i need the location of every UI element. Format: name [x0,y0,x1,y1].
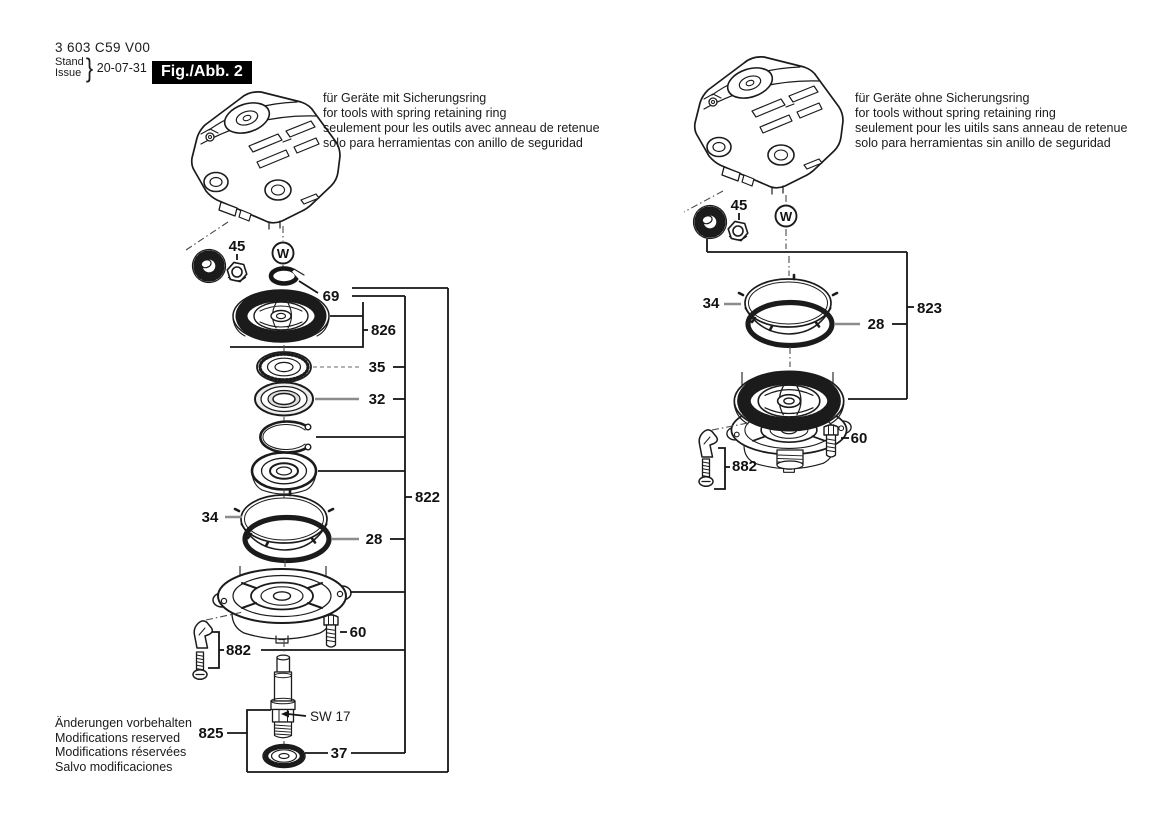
leader-line [298,280,319,294]
label-sw17: SW 17 [310,709,351,724]
label-45-left: 45 [229,238,246,255]
seal-ring-32 [254,381,314,417]
right-exploded-view: 45 W 823 34 28 [683,56,942,490]
alignment-line [711,422,749,431]
clamp-screw-882-right [698,458,714,488]
w-marker-icon-right: W [774,195,798,249]
note-line: for tools without spring retaining ring [855,106,1056,120]
retaining-collar-34-left [233,489,335,552]
serrated-washer-37 [262,743,306,769]
label-826-left: 826 [371,322,396,339]
brace-glyph: } [85,53,93,83]
note-right: für Geräte ohne Sicherungsring for tools… [855,91,1127,151]
snap-ring-69-left [268,266,305,286]
note-line: for tools with spring retaining ring [323,106,507,120]
note-line: seulement pour les outils avec anneau de… [323,121,600,135]
clamp-piece-882-left [193,620,214,649]
issue-date: 20-07-31 [96,61,147,75]
clamp-screw-882-left [192,651,208,681]
note-line: seulement pour les uitils sans anneau de… [855,121,1128,135]
hex-nut-right [725,219,751,243]
alignment-line [205,611,244,621]
gear-housing-right [693,56,844,195]
left-exploded-view: 45 W 69 826 [185,91,449,773]
label-60-right: 60 [851,430,868,447]
bracket-825 [246,709,271,772]
adjusting-ring-35 [256,351,312,383]
o-ring-28-left [245,518,329,561]
issue-block: Stand Issue } 20-07-31 [55,53,147,83]
note-line: für Geräte ohne Sicherungsring [855,91,1030,105]
label-45-right: 45 [731,197,748,214]
left-bracket-lines [247,287,449,773]
screw-60-left [323,614,339,648]
label-822-left: 822 [415,489,440,506]
ball-bearing [250,451,318,495]
issue-label: Issue [55,67,82,79]
clamp-piece-882-right [698,429,719,458]
label-28-left: 28 [366,531,383,548]
document-number: 3 603 C59 V00 [55,40,151,55]
label-35-left: 35 [369,359,386,376]
note-line: für Geräte mit Sicherungsring [323,91,487,105]
bracket-882 [208,631,220,669]
arrowhead [281,710,289,718]
label-28-right: 28 [868,316,885,333]
footer-line: Modifications reserved [55,730,181,745]
footer-notice: Änderungen vorbehalten Modifications res… [55,716,192,774]
bracket-882-right [714,447,726,490]
spindle-825 [270,654,296,739]
label-60-left: 60 [350,624,367,641]
label-34-left: 34 [202,509,219,526]
gear-flange-assembly-823 [726,371,852,474]
label-882-left: 882 [226,642,251,659]
right-bracket-lines [706,239,908,399]
bevel-gear-826-left [233,290,329,342]
note-left: für Geräte mit Sicherungsring for tools … [323,91,600,151]
w-marker-icon-left: W [271,226,295,270]
label-32-left: 32 [369,391,386,408]
label-37: 37 [331,745,348,762]
pinion-gear-left [188,245,230,287]
stand-label: Stand [55,55,84,68]
screw-60-right [823,424,839,458]
label-34-right: 34 [703,295,720,312]
leader-line [287,713,307,717]
note-line: solo para herramientas con anillo de seg… [323,136,583,150]
figure-label: Fig./Abb. 2 [152,61,252,84]
label-69-left: 69 [323,288,340,305]
gear-housing-left [190,91,341,230]
label-823: 823 [917,300,942,317]
svg-text:W: W [780,209,793,224]
circlip [259,420,312,454]
footer-line: Modifications réservées [55,745,187,759]
svg-text:W: W [277,246,290,261]
label-825: 825 [198,725,223,742]
pinion-gear-right [689,201,731,243]
bracket-826 [230,302,364,348]
footer-line: Salvo modificaciones [55,759,173,774]
alignment-line [185,221,229,251]
hex-nut-left [224,260,250,284]
note-line: solo para herramientas sin anillo de seg… [855,136,1111,150]
footer-line: Änderungen vorbehalten [55,716,192,730]
label-882-right: 882 [732,458,757,475]
threaded-boss [776,449,804,470]
